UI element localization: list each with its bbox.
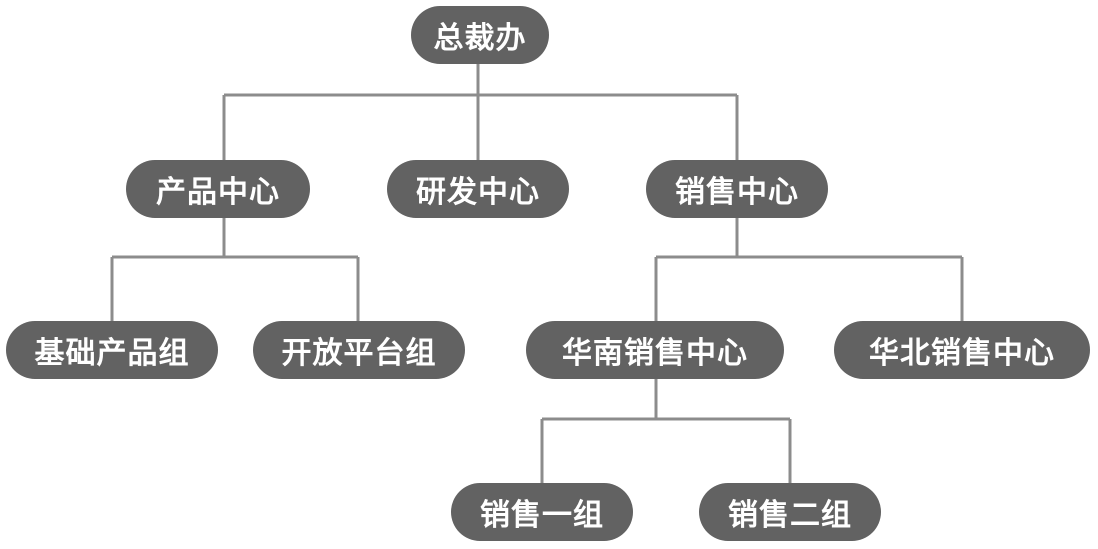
node-sales-center: 销售中心 — [646, 160, 828, 218]
node-south-china-sales: 华南销售中心 — [526, 321, 784, 379]
node-product-center: 产品中心 — [126, 160, 310, 218]
node-basic-product-group: 基础产品组 — [6, 321, 218, 379]
node-north-china-sales: 华北销售中心 — [834, 321, 1090, 379]
node-sales-group-2: 销售二组 — [699, 483, 881, 541]
node-open-platform-group: 开放平台组 — [253, 321, 465, 379]
node-root: 总裁办 — [411, 6, 549, 64]
node-rd-center: 研发中心 — [387, 160, 569, 218]
node-sales-group-1: 销售一组 — [451, 483, 633, 541]
